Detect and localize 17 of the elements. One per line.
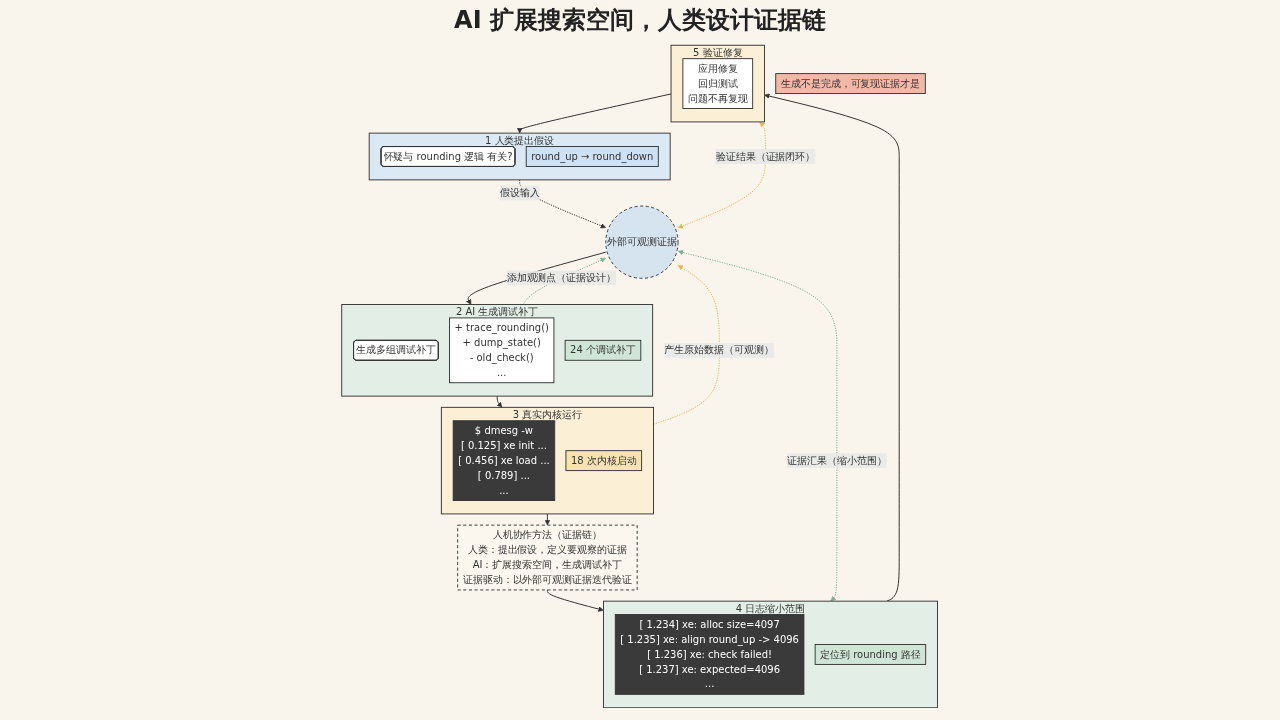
node-box: 定位到 rounding 路径 (815, 643, 927, 665)
node-box: 应用修复 回归测试 问题不再复现 (682, 57, 754, 109)
edge-label: 添加观测点（证据设计） (506, 271, 617, 283)
edge-label: 假设输入 (500, 186, 540, 199)
node-box: 生成不是完成，可复现证据才是 (775, 72, 927, 94)
arrow (653, 264, 721, 425)
node-box: 24 个调试补丁 (565, 339, 642, 361)
node-box: $ dmesg -w [ 0.125] xe init ... [ 0.456] xe load ... [ 0.789] ... ... (453, 419, 556, 501)
edge-label: 产生原始数据（可观测） (664, 343, 775, 356)
diagram-title: AI 扩展搜索空间，人类设计证据链 (453, 5, 827, 36)
node-box: [ 1.234] xe: alloc size=4097 [ 1.235] xe: align round_up -> 4096 [ 1.236] xe: check failed! [ 1.237] xe: expected=4096 ... (615, 613, 805, 695)
node-box: 人机协作方法（证据链） 人类：提出假设，定义要观察的证据 AI：扩展搜索空间，生成调试补丁 证据驱动：以外部可观测证据迭代验证 (457, 524, 638, 590)
node-box: round_up → round_down (526, 145, 660, 167)
edge-label: 证据汇果（缩小范围） (787, 453, 888, 466)
node-box: + trace_rounding() + dump_state() - old_check() ... (449, 316, 555, 383)
node-box: 18 次内核启动 (565, 449, 643, 471)
edge-label: 验证结果（证据闭环） (716, 149, 816, 162)
